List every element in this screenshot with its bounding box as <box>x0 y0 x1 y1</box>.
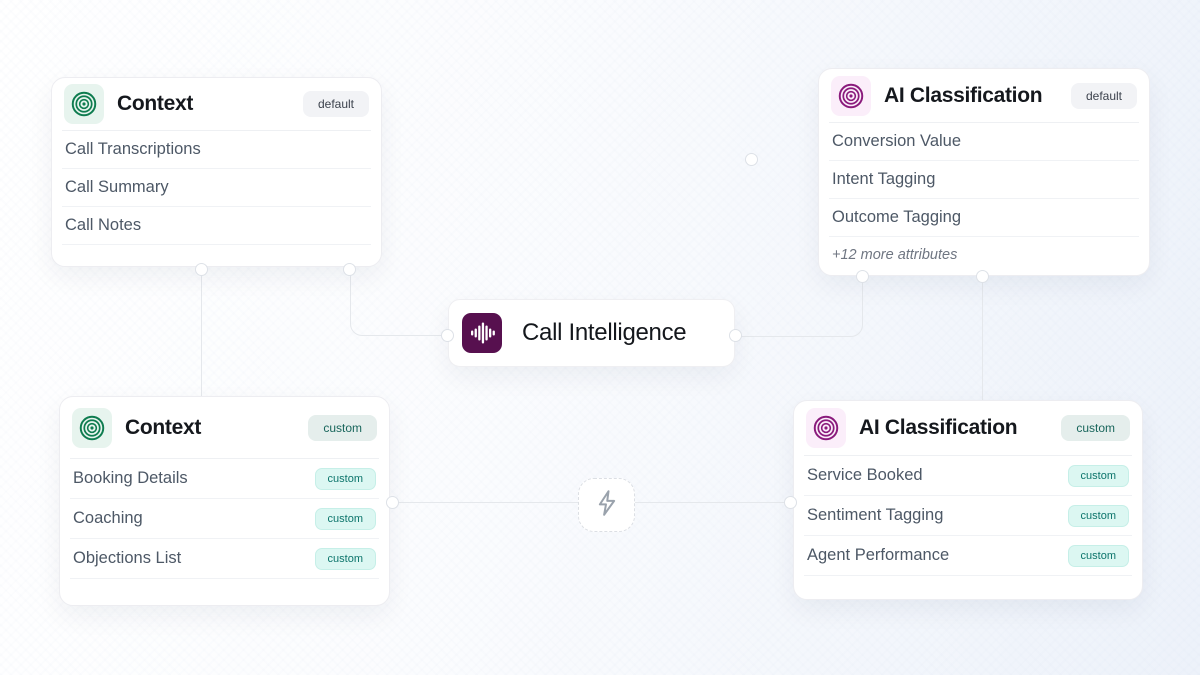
port-floating[interactable] <box>745 153 758 166</box>
custom-badge: custom <box>1067 544 1129 567</box>
attribute-label: Call Summary <box>65 178 169 196</box>
node-header: Context default <box>62 78 371 131</box>
custom-badge: custom <box>1067 464 1129 487</box>
port-context-custom-right[interactable] <box>386 496 399 509</box>
port-ai-default-bottom-right[interactable] <box>976 270 989 283</box>
node-ai-classification-custom[interactable]: AI Classification custom Service Booked … <box>793 400 1143 600</box>
port-ai-default-bottom-left[interactable] <box>856 270 869 283</box>
port-context-default-bottom-left[interactable] <box>195 263 208 276</box>
custom-badge: custom <box>314 507 376 530</box>
node-context-custom[interactable]: Context custom Booking Details custom Co… <box>59 396 390 606</box>
port-hub-left[interactable] <box>441 329 454 342</box>
node-context-default[interactable]: Context default Call Transcriptions Call… <box>51 77 382 267</box>
custom-badge: custom <box>314 547 376 570</box>
edge-ai-default-to-ai-custom <box>982 280 983 400</box>
edge-context-default-to-hub <box>350 274 448 336</box>
attribute-row[interactable]: Booking Details custom <box>70 459 379 499</box>
edge-context-default-to-context-custom <box>201 272 202 396</box>
node-header: AI Classification custom <box>804 401 1132 456</box>
variant-badge: default <box>1070 82 1137 109</box>
attribute-label: Call Transcriptions <box>65 140 201 158</box>
variant-badge: custom <box>1061 415 1130 441</box>
attribute-label: Agent Performance <box>807 546 950 564</box>
node-title: Call Intelligence <box>522 319 687 346</box>
attribute-row[interactable]: Sentiment Tagging custom <box>804 496 1132 536</box>
attribute-row[interactable]: Intent Tagging <box>829 161 1139 199</box>
concentric-rings-icon <box>806 408 846 448</box>
attribute-label: Booking Details <box>73 469 188 487</box>
attribute-row[interactable]: Coaching custom <box>70 499 379 539</box>
attribute-row[interactable]: Conversion Value <box>829 123 1139 161</box>
attribute-label: Objections List <box>73 549 182 567</box>
attribute-row[interactable]: Call Notes <box>62 207 371 245</box>
node-trigger[interactable] <box>578 478 635 532</box>
attribute-row[interactable]: Service Booked custom <box>804 456 1132 496</box>
node-header: AI Classification default <box>829 69 1139 123</box>
more-attributes-note: +12 more attributes <box>832 246 958 263</box>
edge-ai-default-to-hub <box>736 277 863 337</box>
attribute-label: Sentiment Tagging <box>807 506 944 524</box>
port-hub-right[interactable] <box>729 329 742 342</box>
port-ai-custom-left[interactable] <box>784 496 797 509</box>
node-ai-classification-default[interactable]: AI Classification default Conversion Val… <box>818 68 1150 276</box>
attribute-label: Service Booked <box>807 466 923 484</box>
node-header: Context custom <box>70 397 379 459</box>
attribute-row[interactable]: Call Summary <box>62 169 371 207</box>
custom-badge: custom <box>314 467 376 490</box>
variant-badge: custom <box>308 414 377 441</box>
attribute-label: Coaching <box>73 509 143 527</box>
concentric-rings-icon <box>831 75 871 116</box>
node-call-intelligence[interactable]: Call Intelligence <box>448 299 735 367</box>
edge-trigger-to-ai-custom <box>634 502 791 503</box>
audio-waveform-icon <box>462 313 502 353</box>
attribute-label: Conversion Value <box>832 132 962 150</box>
port-context-default-bottom-right[interactable] <box>343 263 356 276</box>
attribute-row[interactable]: Call Transcriptions <box>62 131 371 169</box>
attribute-row[interactable]: Agent Performance custom <box>804 536 1132 576</box>
concentric-rings-icon <box>64 84 104 124</box>
attribute-row[interactable]: Outcome Tagging <box>829 199 1139 237</box>
edge-context-custom-to-trigger <box>396 502 579 503</box>
concentric-rings-icon <box>72 407 112 448</box>
node-title: Context <box>125 415 202 439</box>
custom-badge: custom <box>1067 504 1129 527</box>
attribute-label: Intent Tagging <box>832 170 936 188</box>
node-title: AI Classification <box>859 416 1018 439</box>
attribute-label: Outcome Tagging <box>832 208 962 226</box>
node-title: AI Classification <box>884 83 1043 107</box>
attribute-label: Call Notes <box>65 216 142 234</box>
variant-badge: default <box>302 91 369 117</box>
attribute-row[interactable]: Objections List custom <box>70 539 379 579</box>
node-title: Context <box>117 92 194 115</box>
lightning-bolt-icon <box>592 488 622 523</box>
